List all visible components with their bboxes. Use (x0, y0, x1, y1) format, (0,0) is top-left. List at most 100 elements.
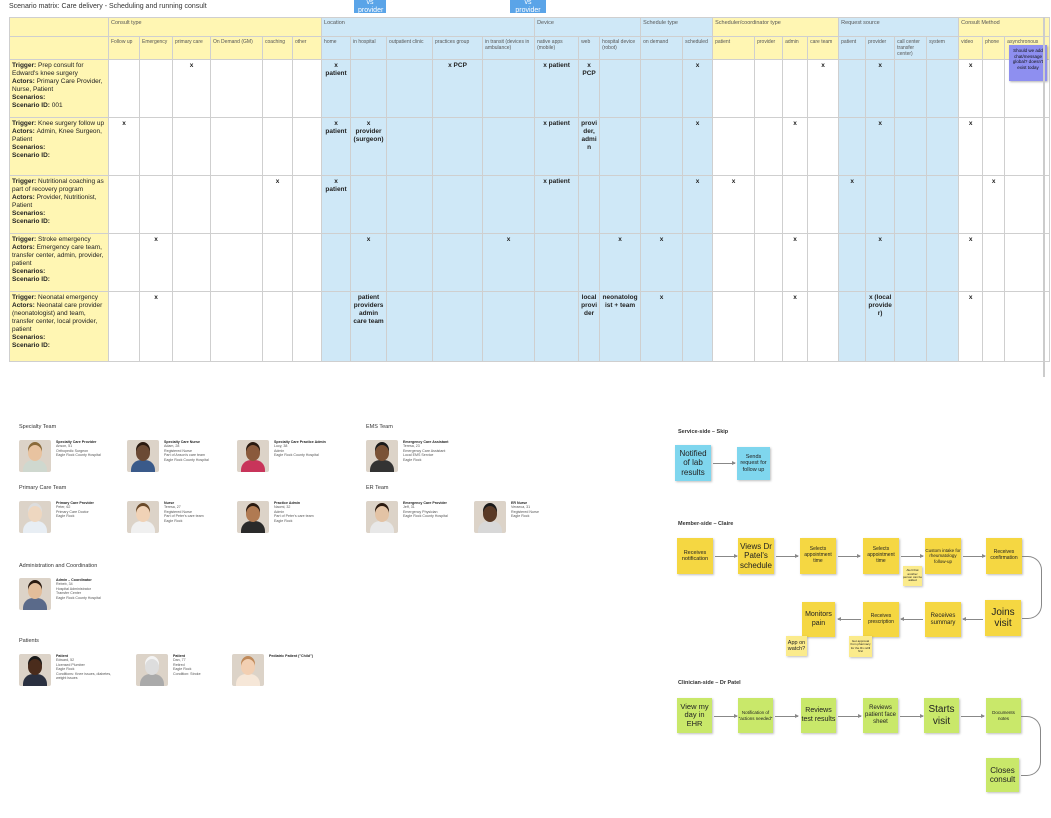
floating-sticky-2[interactable]: vs provider (510, 0, 546, 14)
matrix-cell[interactable] (291, 175, 323, 234)
matrix-cell[interactable] (386, 117, 434, 176)
matrix-cell[interactable] (894, 291, 928, 362)
matrix-cell[interactable]: x (262, 175, 293, 234)
matrix-cell[interactable] (838, 59, 867, 118)
matrix-cell[interactable]: patient providers admin care team (350, 291, 388, 362)
matrix-cell[interactable] (210, 291, 263, 362)
matrix-cell[interactable] (926, 175, 960, 234)
matrix-cell[interactable] (754, 233, 784, 292)
matrix-cell[interactable]: x (865, 59, 896, 118)
matrix-cell[interactable] (262, 233, 293, 292)
matrix-cell[interactable] (321, 291, 352, 362)
matrix-cell[interactable] (754, 291, 784, 362)
matrix-cell[interactable]: x (782, 291, 809, 362)
member-step[interactable]: Joins visit (985, 600, 1021, 636)
note-sticky[interactable]: Alert that another person can be added (903, 566, 922, 586)
matrix-cell[interactable] (350, 175, 388, 234)
matrix-cell[interactable]: x provider (surgeon) (350, 117, 388, 176)
matrix-cell[interactable] (926, 59, 960, 118)
member-step[interactable]: Custom intake for rheumatology follow-up (925, 538, 961, 574)
matrix-cell[interactable]: x (682, 175, 714, 234)
matrix-cell[interactable]: provider, admin (578, 117, 601, 176)
member-step[interactable]: Receives confirmation (986, 538, 1022, 574)
matrix-cell[interactable] (108, 175, 140, 234)
member-step[interactable]: Receives notification (677, 538, 713, 574)
matrix-cell[interactable] (838, 117, 867, 176)
matrix-cell[interactable] (262, 59, 293, 118)
matrix-cell[interactable]: x (350, 233, 388, 292)
matrix-cell[interactable]: x (782, 117, 809, 176)
member-step[interactable]: Selects appointment time (863, 538, 899, 574)
matrix-cell[interactable] (534, 233, 580, 292)
matrix-cell[interactable] (262, 117, 293, 176)
matrix-cell[interactable] (108, 291, 140, 362)
matrix-cell[interactable] (754, 175, 784, 234)
matrix-cell[interactable] (482, 117, 536, 176)
matrix-cell[interactable] (712, 117, 756, 176)
clinician-step[interactable]: Starts visit (924, 698, 959, 733)
matrix-cell[interactable]: x (865, 117, 896, 176)
matrix-cell[interactable] (599, 175, 642, 234)
matrix-cell[interactable]: x (640, 233, 684, 292)
matrix-cell[interactable]: x patient (534, 175, 580, 234)
matrix-cell[interactable]: x patient (534, 59, 580, 118)
matrix-cell[interactable]: x (807, 59, 840, 118)
matrix-cell[interactable] (432, 233, 484, 292)
service-step[interactable]: Sends request for follow up (737, 447, 770, 480)
matrix-cell[interactable] (172, 291, 211, 362)
clinician-step[interactable]: Closes consult (986, 758, 1019, 792)
matrix-cell[interactable] (291, 59, 323, 118)
matrix-cell[interactable] (682, 233, 714, 292)
matrix-cell[interactable] (210, 233, 263, 292)
matrix-cell[interactable] (640, 59, 684, 118)
member-step[interactable]: Receives prescription (863, 602, 899, 637)
matrix-cell[interactable] (982, 59, 1006, 118)
matrix-cell[interactable]: x (682, 117, 714, 176)
matrix-cell[interactable] (807, 233, 840, 292)
matrix-cell[interactable] (782, 59, 809, 118)
matrix-cell[interactable] (262, 291, 293, 362)
member-step[interactable]: Monitors pain (802, 602, 835, 637)
matrix-cell[interactable] (139, 175, 173, 234)
matrix-cell[interactable] (838, 291, 867, 362)
clinician-step[interactable]: Reviews patient face sheet (863, 698, 898, 733)
matrix-cell[interactable] (139, 59, 173, 118)
matrix-cell[interactable]: x patient (321, 175, 352, 234)
matrix-cell[interactable] (172, 117, 211, 176)
matrix-cell[interactable] (599, 59, 642, 118)
note-sticky[interactable]: Get approval from pharmacy for the Rx re… (849, 636, 872, 657)
matrix-cell[interactable]: x (482, 233, 536, 292)
matrix-cell[interactable]: x (958, 291, 984, 362)
matrix-cell[interactable]: x (172, 59, 211, 118)
matrix-cell[interactable] (754, 59, 784, 118)
clinician-step[interactable]: View my day in EHR (677, 698, 712, 733)
matrix-cell[interactable]: x (682, 59, 714, 118)
matrix-cell[interactable] (807, 117, 840, 176)
matrix-cell[interactable] (1004, 233, 1051, 292)
matrix-cell[interactable]: x (139, 233, 173, 292)
matrix-cell[interactable]: x patient (534, 117, 580, 176)
member-step[interactable]: Receives summary (925, 602, 961, 637)
matrix-cell[interactable] (172, 233, 211, 292)
matrix-cell[interactable]: x PCP (578, 59, 601, 118)
matrix-cell[interactable] (640, 117, 684, 176)
member-step[interactable]: Selects appointment time (800, 538, 836, 574)
matrix-cell[interactable] (982, 117, 1006, 176)
matrix-cell[interactable] (894, 59, 928, 118)
matrix-cell[interactable] (172, 175, 211, 234)
matrix-cell[interactable] (807, 175, 840, 234)
matrix-cell[interactable] (386, 175, 434, 234)
matrix-cell[interactable] (982, 291, 1006, 362)
matrix-cell[interactable] (926, 117, 960, 176)
matrix-cell[interactable] (926, 291, 960, 362)
matrix-cell[interactable] (578, 175, 601, 234)
matrix-cell[interactable] (321, 233, 352, 292)
